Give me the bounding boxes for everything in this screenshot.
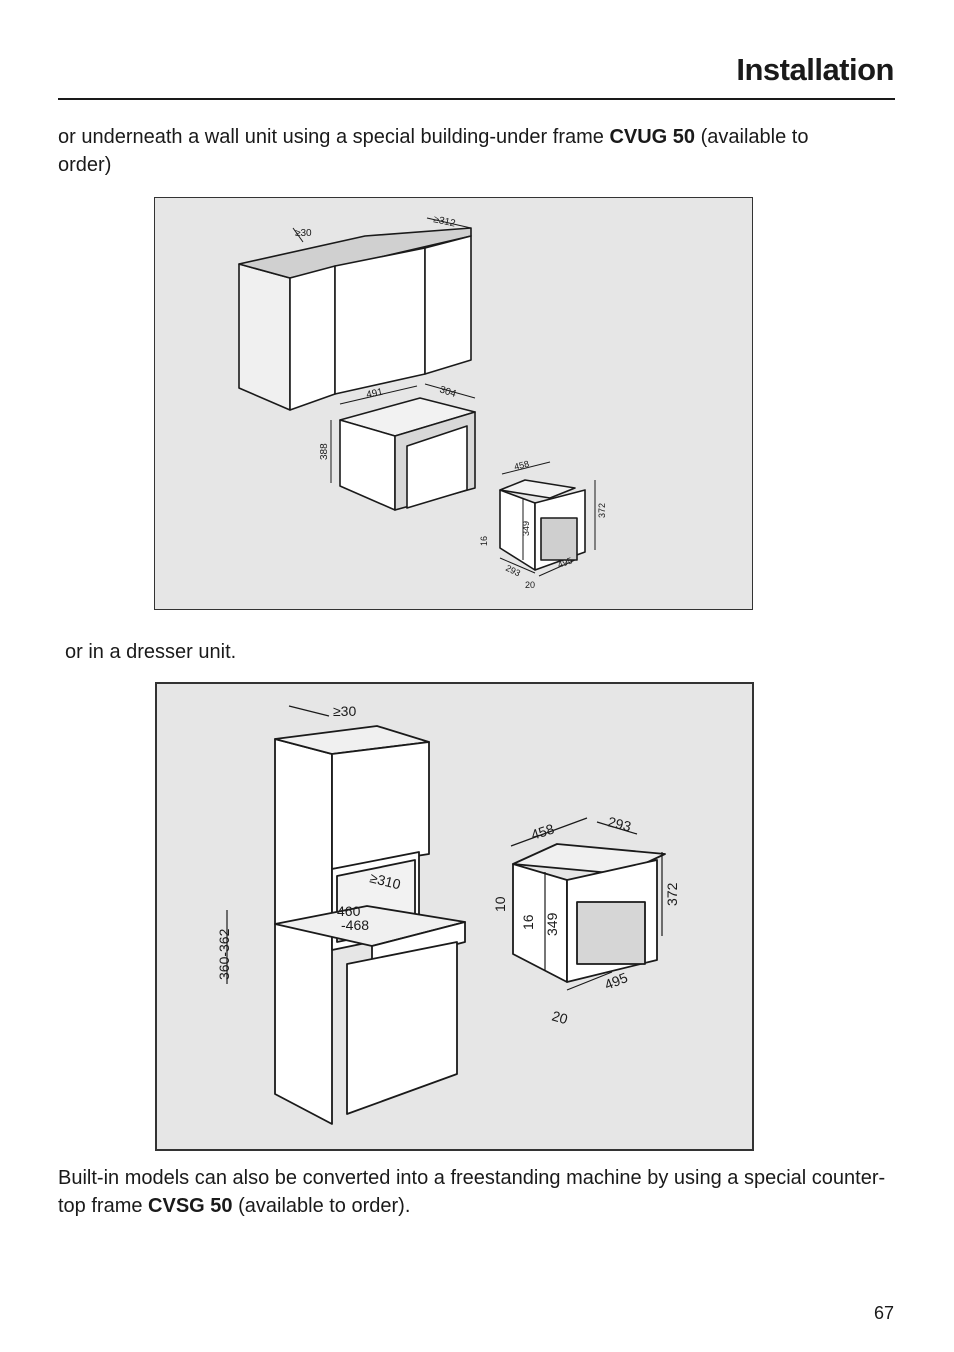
intro-paragraph: or underneath a wall unit using a specia… (58, 123, 858, 179)
dresser-paragraph: or in a dresser unit. (65, 641, 237, 663)
figure-building-under-frame: ≥30 ≥312 491 304 388 458 372 349 16 293 … (154, 197, 753, 610)
intro-model-code: CVUG 50 (609, 126, 696, 148)
f2-dim-niche-height: 360-362 (216, 928, 232, 980)
f1-dim-gap: ≥30 (295, 228, 312, 239)
f1-dim-machine-front: 20 (525, 580, 535, 590)
f2-dim-gap: ≥30 (333, 703, 356, 719)
figure-dresser-unit: ≥30 ≥310 460 -468 360-362 458 293 372 34… (155, 682, 754, 1151)
f1-dim-machine-side: 16 (479, 536, 489, 546)
figure1-drawing: ≥30 ≥312 491 304 388 458 372 349 16 293 … (238, 214, 607, 590)
f2-dim-machine-height-inner: 349 (544, 912, 560, 936)
page-title: Installation (736, 52, 894, 87)
f1-dim-machine-depth2: 495 (556, 555, 574, 570)
outro-text-after: (available to order). (232, 1195, 411, 1217)
f1-dim-machine-depth: 293 (504, 563, 522, 579)
f1-dim-machine-height-inner: 349 (521, 521, 531, 536)
f2-dim-machine-width: 458 (529, 820, 556, 843)
f2-dim-depth: ≥310 (368, 869, 402, 892)
f1-dim-machine-width: 458 (513, 459, 530, 472)
outro-text: Built-in models can also be converted in… (58, 1167, 886, 1217)
f1-dim-depth-top: ≥312 (432, 214, 456, 229)
f1-dim-machine-height-outer: 372 (597, 503, 607, 518)
f2-dim-niche-w2: -468 (341, 917, 369, 933)
f2-dim-machine-gap: 10 (492, 896, 508, 912)
outro-paragraph: Built-in models can also be converted in… (58, 1164, 888, 1220)
f2-dim-machine-height-outer: 372 (664, 882, 680, 906)
f2-dim-niche-w1: 460 (337, 903, 361, 919)
intro-text-after: (available to order) (58, 126, 809, 176)
header-rule (58, 98, 895, 100)
f1-dim-depth: 304 (438, 384, 458, 400)
outro-model-code: CVSG 50 (148, 1195, 233, 1217)
f2-dim-machine-front: 20 (550, 1008, 570, 1028)
figure2-drawing: ≥30 ≥310 460 -468 360-362 458 293 372 34… (216, 703, 680, 1125)
f1-dim-width: 491 (365, 387, 384, 401)
intro-text: or underneath a wall unit using a specia… (58, 126, 610, 148)
page-number: 67 (873, 1303, 894, 1323)
f2-dim-machine-depth: 293 (606, 813, 633, 834)
f2-dim-machine-side: 16 (520, 914, 536, 930)
f1-dim-height: 388 (319, 443, 330, 460)
